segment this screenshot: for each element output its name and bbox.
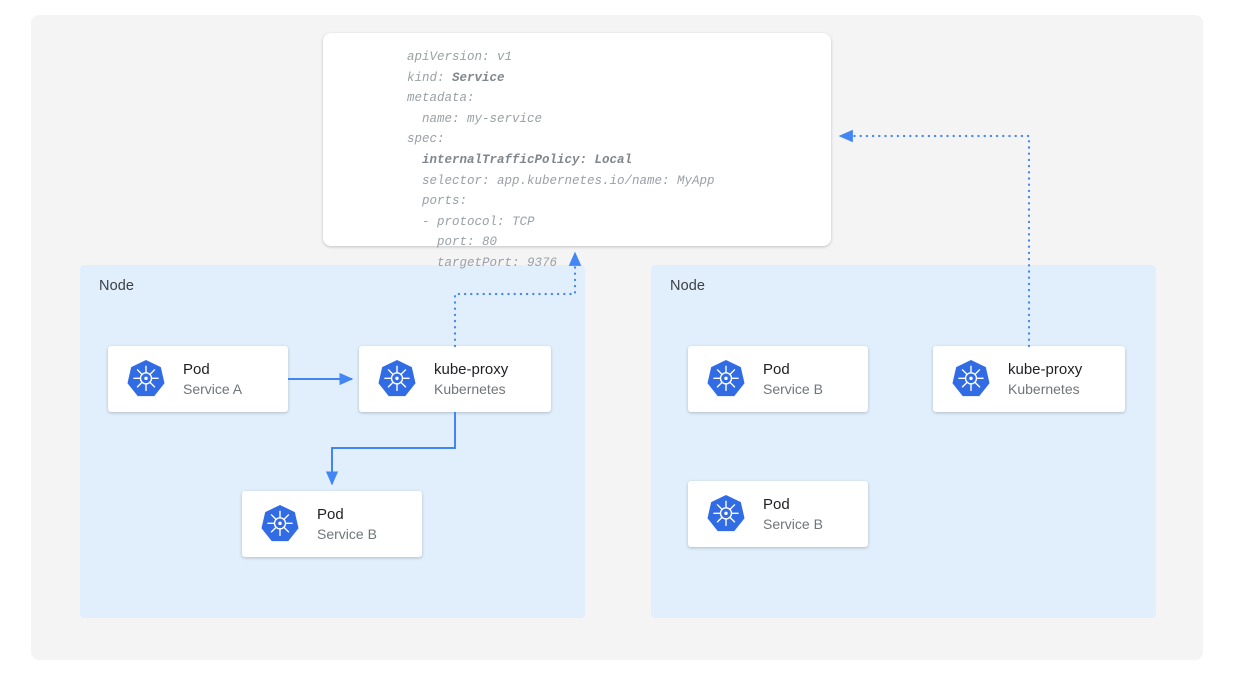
card-subtitle: Service B: [763, 515, 823, 532]
card-title: Pod: [763, 495, 790, 513]
card-subtitle: Kubernetes: [1008, 380, 1080, 397]
card-subtitle: Kubernetes: [434, 380, 506, 397]
kubernetes-icon: [707, 494, 745, 532]
card-title: Pod: [763, 360, 790, 378]
card-title: Pod: [317, 505, 344, 523]
card-pod-service-b-right-2[interactable]: Pod Service B: [688, 481, 868, 547]
node-label-left: Node: [99, 278, 135, 294]
card-text: Pod Service A: [183, 360, 242, 399]
node-panel-right: Node: [651, 265, 1156, 618]
card-text: Pod Service B: [763, 495, 823, 534]
card-title: kube-proxy: [434, 360, 509, 378]
kubernetes-icon: [378, 359, 416, 397]
card-kube-proxy-left[interactable]: kube-proxy Kubernetes: [359, 346, 551, 412]
card-subtitle: Service B: [763, 380, 823, 397]
kubernetes-icon: [952, 359, 990, 397]
card-pod-service-b-right-1[interactable]: Pod Service B: [688, 346, 868, 412]
card-text: Pod Service B: [763, 360, 823, 399]
card-kube-proxy-right[interactable]: kube-proxy Kubernetes: [933, 346, 1125, 412]
card-pod-service-a[interactable]: Pod Service A: [108, 346, 288, 412]
service-manifest-card: apiVersion: v1 kind: Service metadata: n…: [323, 33, 831, 270]
card-title: Pod: [183, 360, 210, 378]
card-subtitle: Service B: [317, 525, 377, 542]
card-title: kube-proxy: [1008, 360, 1083, 378]
node-label-right: Node: [670, 278, 706, 294]
card-text: kube-proxy Kubernetes: [434, 360, 508, 399]
kubernetes-icon: [127, 359, 165, 397]
node-panel-left: Node: [80, 265, 585, 618]
card-text: Pod Service B: [317, 505, 377, 544]
service-manifest-code: apiVersion: v1 kind: Service metadata: n…: [407, 50, 715, 270]
card-subtitle: Service A: [183, 380, 243, 397]
card-pod-service-b-left[interactable]: Pod Service B: [242, 491, 422, 557]
kubernetes-icon: [261, 504, 299, 542]
card-text: kube-proxy Kubernetes: [1008, 360, 1082, 399]
kubernetes-icon: [707, 359, 745, 397]
